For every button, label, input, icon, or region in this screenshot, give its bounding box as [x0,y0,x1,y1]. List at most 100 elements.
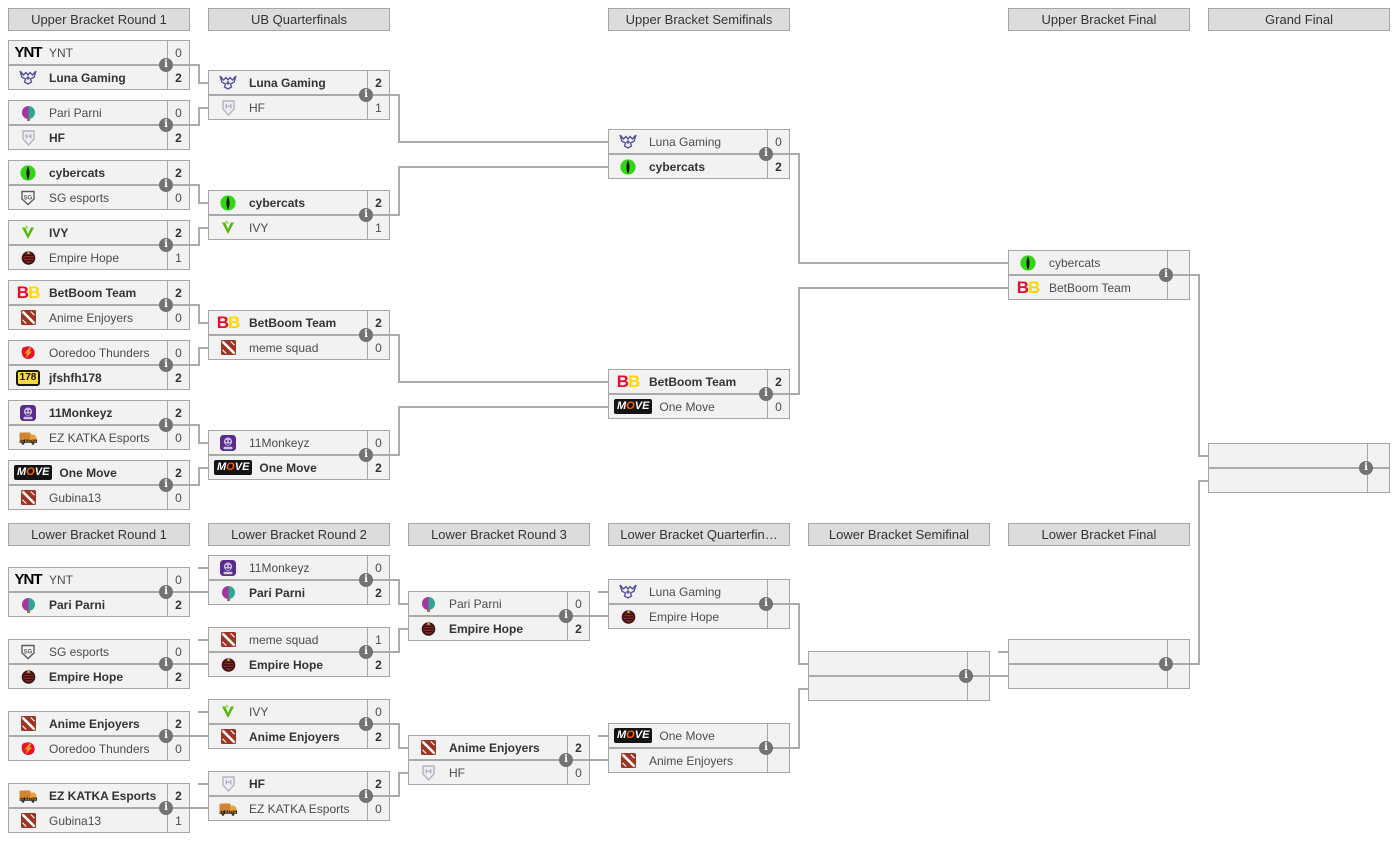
team-name[interactable]: Gubina13 [49,813,102,828]
team-name[interactable]: 11Monkeyz [49,405,113,420]
team-name[interactable]: EZ KATKA Esports [249,801,350,816]
team-name[interactable]: Pari Parni [49,105,102,120]
team-name[interactable]: HF [249,100,265,115]
match-info-icon[interactable]: i [359,573,373,587]
match-info-icon[interactable]: i [159,657,173,671]
match-info-icon[interactable]: i [159,178,173,192]
team-name[interactable]: 11Monkeyz [249,560,310,575]
team-row-top: Luna Gaming [609,580,789,603]
team-name[interactable]: 11Monkeyz [249,435,310,450]
match-info-icon[interactable]: i [359,88,373,102]
team-name[interactable]: Anime Enjoyers [49,310,134,325]
match-info-icon[interactable]: i [559,609,573,623]
bracket-connector [1186,663,1199,665]
team-name[interactable]: Anime Enjoyers [449,740,540,755]
team-name[interactable]: YNT [49,572,73,587]
svg-text:SG: SG [24,195,33,201]
match-info-icon[interactable]: i [159,118,173,132]
team-name[interactable]: jfshfh178 [49,370,102,385]
match-info-icon[interactable]: i [359,448,373,462]
team-name[interactable]: IVY [49,225,69,240]
match-info-icon[interactable]: i [759,147,773,161]
match-info-icon[interactable]: i [359,789,373,803]
team-name[interactable]: Anime Enjoyers [649,753,734,768]
match-info-icon[interactable]: i [759,387,773,401]
team-name[interactable]: cybercats [1049,255,1101,270]
team-name[interactable]: HF [49,130,65,145]
team-name[interactable]: Empire Hope [249,657,324,672]
team-name[interactable]: Pari Parni [249,585,306,600]
team-name[interactable]: One Move [59,465,117,480]
match-info-icon[interactable]: i [759,741,773,755]
team-name[interactable]: Anime Enjoyers [249,729,340,744]
team-name[interactable]: IVY [249,220,269,235]
team-row-top: 11Monkeyz 0 [209,431,389,454]
team-score [967,677,989,700]
match-info-icon[interactable]: i [159,585,173,599]
match-info-icon[interactable]: i [159,418,173,432]
match-info-icon[interactable]: i [159,478,173,492]
match-info-icon[interactable]: i [159,358,173,372]
match-info-icon[interactable]: i [1159,268,1173,282]
team-name[interactable]: Empire Hope [649,609,720,624]
team-name[interactable]: EZ KATKA Esports [49,788,157,803]
team-name[interactable]: SG esports [49,644,110,659]
match-info-icon[interactable]: i [559,753,573,767]
team-name[interactable]: Luna Gaming [649,134,722,149]
team-name[interactable]: One Move [659,399,715,414]
match-info-icon[interactable]: i [159,729,173,743]
match-info-icon[interactable]: i [359,208,373,222]
bracket-connector [186,184,199,186]
team-name[interactable]: HF [449,765,465,780]
team-name[interactable]: SG esports [49,190,110,205]
bracket-connector [186,304,199,306]
team-score: 0 [167,186,189,209]
team-name[interactable]: cybercats [249,195,306,210]
match-info-icon[interactable]: i [159,58,173,72]
team-name[interactable]: Pari Parni [49,597,106,612]
team-name[interactable]: cybercats [649,159,706,174]
team-name[interactable]: Ooredoo Thunders [49,741,150,756]
match-info-icon[interactable]: i [1159,657,1173,671]
team-name[interactable]: Pari Parni [449,596,502,611]
team-row-top: Ooredoo Thunders 0 [9,341,189,364]
team-name[interactable]: cybercats [49,165,106,180]
team-name[interactable]: Luna Gaming [49,70,126,85]
match-info-icon[interactable]: i [359,717,373,731]
team-name[interactable]: BetBoom Team [649,374,737,389]
team-name[interactable]: IVY [249,704,269,719]
match-info-icon[interactable]: i [359,645,373,659]
match-info-icon[interactable]: i [159,801,173,815]
match-info-icon[interactable]: i [159,238,173,252]
team-name[interactable]: One Move [659,728,715,743]
match-info-icon[interactable]: i [959,669,973,683]
team-name[interactable]: EZ KATKA Esports [49,430,150,445]
team-name[interactable]: Luna Gaming [249,75,326,90]
match-info-icon[interactable]: i [359,328,373,342]
bracket-connector [786,603,799,605]
match-info-icon[interactable]: i [759,597,773,611]
team-name[interactable]: BetBoom Team [249,315,337,330]
sg-esports-icon: SG [14,190,42,206]
ivy-icon [214,704,242,719]
team-name[interactable]: Empire Hope [49,250,120,265]
team-name[interactable]: Empire Hope [49,669,124,684]
team-name[interactable]: YNT [49,45,73,60]
team-name[interactable]: Empire Hope [449,621,524,636]
team-name[interactable]: Ooredoo Thunders [49,345,150,360]
match-info-icon[interactable]: i [159,298,173,312]
team-name[interactable]: BetBoom Team [49,285,137,300]
team-row-top [1209,444,1389,467]
team-name[interactable]: Anime Enjoyers [49,716,140,731]
team-score [1367,444,1389,467]
team-name[interactable]: meme squad [249,632,319,647]
team-name[interactable]: Gubina13 [49,490,102,505]
team-row-top: SG SG esports 0 [9,640,189,663]
team-name[interactable]: meme squad [249,340,319,355]
team-name[interactable]: One Move [259,460,317,475]
team-score: 2 [167,66,189,89]
team-name[interactable]: BetBoom Team [1049,280,1131,295]
match-info-icon[interactable]: i [1359,461,1373,475]
team-name[interactable]: HF [249,776,265,791]
team-name[interactable]: Luna Gaming [649,584,722,599]
